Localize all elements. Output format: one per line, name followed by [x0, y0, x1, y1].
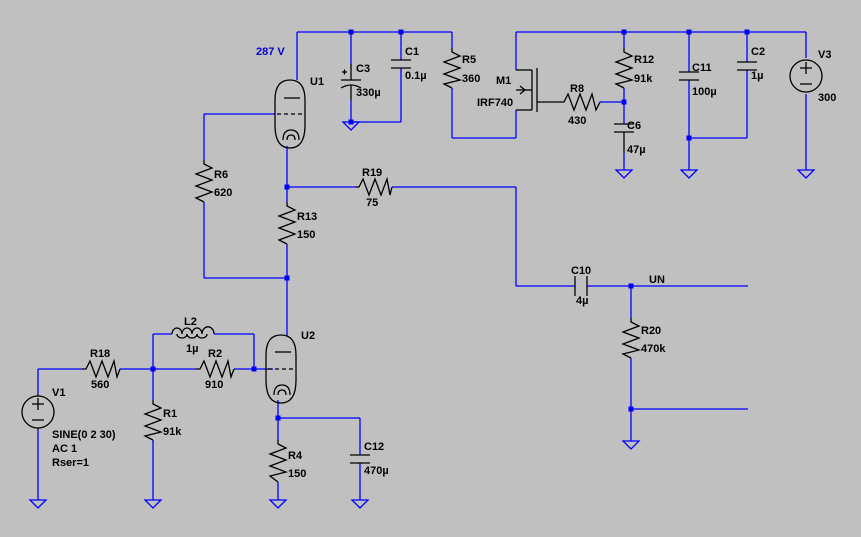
wires: [37, 31, 807, 500]
resistor-r19: [355, 176, 393, 197]
r2-value: 910: [205, 379, 223, 391]
r5-ref: R5: [462, 54, 476, 66]
ground-symbols: [28, 121, 816, 509]
m1-ref: M1: [496, 75, 511, 87]
c1-ref: C1: [405, 46, 419, 58]
r8-value: 430: [568, 115, 586, 127]
net-label-un: UN: [649, 274, 665, 286]
c1-value: 0.1µ: [405, 70, 427, 82]
r13-value: 150: [297, 229, 315, 241]
r13-ref: R13: [297, 211, 317, 223]
c12-value: 470µ: [364, 465, 389, 477]
capacitor-c10: [574, 276, 588, 296]
l2-value: 1µ: [186, 343, 198, 355]
resistor-r2: [196, 358, 235, 380]
resistor-r8: [560, 91, 601, 112]
c2-value: 1µ: [751, 70, 763, 82]
c11-value: 100µ: [692, 86, 717, 98]
capacitor-c3: [340, 64, 362, 100]
c3-ref: C3: [356, 63, 370, 75]
capacitor-c11: [679, 71, 699, 81]
c10-value: 4µ: [576, 295, 588, 307]
capacitor-c6: [614, 123, 634, 153]
resistor-r13: [277, 202, 297, 245]
r6-value: 620: [214, 187, 232, 199]
c10-ref: C10: [571, 265, 591, 277]
node-voltage-label: 287 V: [256, 46, 285, 58]
triode-u2[interactable]: [265, 334, 297, 404]
v3-value: 300: [818, 92, 836, 104]
r18-value: 560: [91, 379, 109, 391]
inductor-l2: [171, 326, 215, 339]
r19-ref: R19: [362, 167, 382, 179]
r2-ref: R2: [208, 348, 222, 360]
capacitor-c12: [350, 454, 370, 464]
r6-ref: R6: [214, 169, 228, 181]
u1-ref: U1: [310, 76, 324, 88]
source-v1[interactable]: [21, 394, 55, 430]
r20-ref: R20: [641, 325, 661, 337]
c6-value: 47µ: [627, 144, 646, 156]
r18-ref: R18: [90, 348, 110, 360]
r4-value: 150: [288, 468, 306, 480]
c2-ref: C2: [751, 46, 765, 58]
r1-ref: R1: [163, 408, 177, 420]
m1-value: IRF740: [477, 97, 513, 109]
resistor-r12: [614, 48, 635, 89]
resistor-r5: [442, 48, 463, 89]
c3-value: 330µ: [356, 87, 381, 99]
r5-value: 360: [462, 73, 480, 85]
l2-ref: L2: [184, 316, 197, 328]
r8-ref: R8: [570, 83, 584, 95]
resistors: [82, 48, 642, 483]
resistor-r18: [82, 358, 121, 380]
capacitor-c2: [737, 61, 757, 71]
resistor-r6: [194, 160, 214, 203]
resistor-r1: [143, 400, 164, 441]
mosfet-m1[interactable]: [516, 68, 560, 112]
r12-ref: R12: [634, 54, 654, 66]
c6-ref: C6: [627, 120, 641, 132]
resistor-r4: [268, 440, 289, 483]
capacitor-c1: [391, 59, 411, 69]
c12-ref: C12: [364, 441, 384, 453]
r20-value: 470k: [641, 343, 666, 355]
c11-ref: C11: [692, 62, 712, 74]
r1-value: 91k: [163, 426, 182, 438]
source-v3[interactable]: [789, 59, 823, 93]
r19-value: 75: [366, 197, 378, 209]
resistor-r20: [621, 318, 642, 359]
v3-ref: V3: [818, 49, 831, 61]
triode-u1[interactable]: [274, 79, 306, 149]
u2-ref: U2: [301, 330, 315, 342]
capacitors: [340, 59, 757, 464]
v1-ref: V1: [52, 387, 65, 399]
v1-line-3: Rser=1: [52, 457, 89, 469]
v1-line-1: SINE(0 2 30): [52, 429, 116, 441]
r4-ref: R4: [288, 450, 303, 462]
r12-value: 91k: [634, 73, 653, 85]
junctions: [150, 29, 750, 421]
v1-line-2: AC 1: [52, 443, 77, 455]
